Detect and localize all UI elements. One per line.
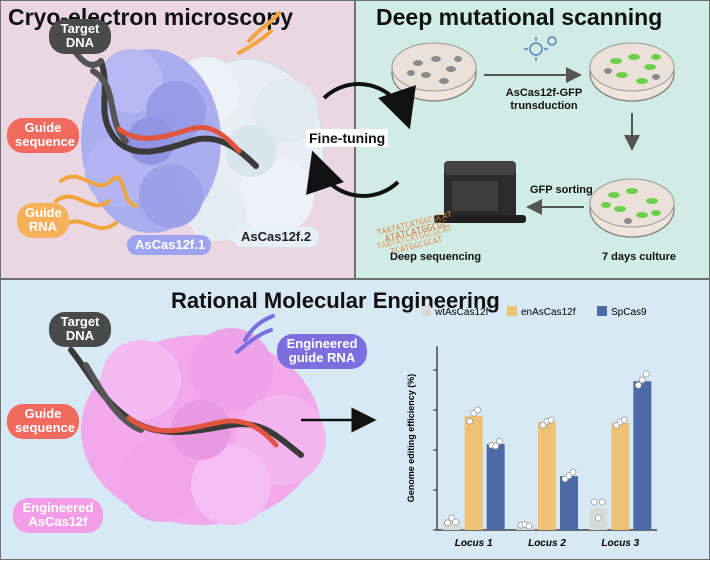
dms-panel: Deep mutational scanning: [355, 0, 710, 279]
data-point: [496, 437, 504, 445]
editing-efficiency-chart: Genome editing efficiency (%) wtAsCas12f e…: [406, 306, 657, 549]
target-dna-label: Target DNA: [49, 19, 111, 54]
rme-guide-sequence-label: Guide sequence: [7, 404, 79, 439]
x-tick-label: Locus 3: [601, 538, 639, 549]
protomer-1-label: AsCas12f.1: [127, 235, 211, 256]
dish-cultured: [589, 178, 675, 238]
data-point: [594, 514, 602, 522]
data-point: [539, 421, 547, 429]
legend-swatch: [421, 306, 431, 316]
data-point: [590, 498, 598, 506]
sequencer-icon: [434, 161, 526, 223]
data-point: [474, 406, 482, 414]
rme-panel: Rational Molecular Engineering: [0, 279, 710, 560]
data-point: [547, 416, 555, 424]
engineered-protein-surface: [81, 328, 326, 525]
data-point: [634, 381, 642, 389]
sorting-step-label: GFP sorting: [530, 184, 593, 196]
virus-icon: [524, 36, 557, 61]
dish-transduced: [589, 42, 675, 102]
data-point: [452, 518, 460, 526]
cryo-em-panel: Cryo-electron microscopy: [0, 0, 355, 279]
guide-rna-label: Guide RNA: [17, 203, 69, 238]
bar: [611, 422, 630, 530]
data-point: [492, 442, 500, 450]
bar: [538, 422, 556, 530]
bar: [633, 381, 652, 530]
legend-label: wtAsCas12f: [434, 307, 489, 318]
rme-structure-illustration: [68, 314, 377, 525]
bar: [442, 521, 461, 530]
engineered-guide-rna-strand: [235, 314, 275, 354]
bar: [560, 476, 578, 530]
sequencing-step-label: Deep sequencing: [390, 251, 482, 263]
data-point: [598, 498, 606, 506]
data-point: [638, 376, 646, 384]
data-point: [448, 514, 456, 522]
y-axis-label: Genome editing efficiency (%): [406, 374, 416, 503]
guide-sequence-label: Guide sequence: [7, 118, 79, 153]
data-point: [620, 416, 628, 424]
data-point: [444, 519, 452, 527]
transduction-step-label: AsCas12f-GFP trunsduction: [505, 87, 583, 112]
sequence-reads: TAATATCATGGCGCAT ATATCATGGCGC TAATATCATG…: [376, 210, 486, 256]
guide-sequence-strand: [116, 125, 242, 154]
rme-guide-sequence-strand: [126, 415, 279, 448]
cryo-em-structure-illustration: [54, 11, 325, 244]
x-tick-label: Locus 1: [455, 538, 493, 549]
rme-title: Rational Molecular Engineering: [171, 288, 500, 313]
protomer-2-surface: [167, 57, 325, 244]
engineered-protein-label: Engineered AsCas12f: [13, 498, 103, 533]
fine-tuning-cycle-icon: [306, 82, 416, 198]
data-point: [466, 417, 474, 425]
data-point: [569, 468, 577, 476]
rme-target-dna-label: Target DNA: [49, 312, 111, 347]
legend-swatch: [507, 306, 517, 316]
legend-label: enAsCas12f: [521, 307, 576, 318]
bar: [486, 444, 505, 530]
dms-workflow-illustration: [391, 36, 675, 238]
data-point: [525, 522, 533, 530]
fine-tuning-label: Fine-tuning: [306, 129, 389, 147]
data-point: [642, 370, 650, 378]
engineered-guide-rna-label: Engineered guide RNA: [277, 334, 367, 369]
x-tick-label: Locus 2: [528, 538, 566, 549]
legend-label: SpCas9: [611, 307, 647, 318]
protomer-2-label: AsCas12f.2: [233, 227, 319, 248]
bar: [464, 416, 483, 530]
legend-swatch: [597, 306, 607, 316]
dms-title: Deep mutational scanning: [376, 4, 663, 30]
culture-step-label: 7 days culture: [602, 251, 676, 263]
